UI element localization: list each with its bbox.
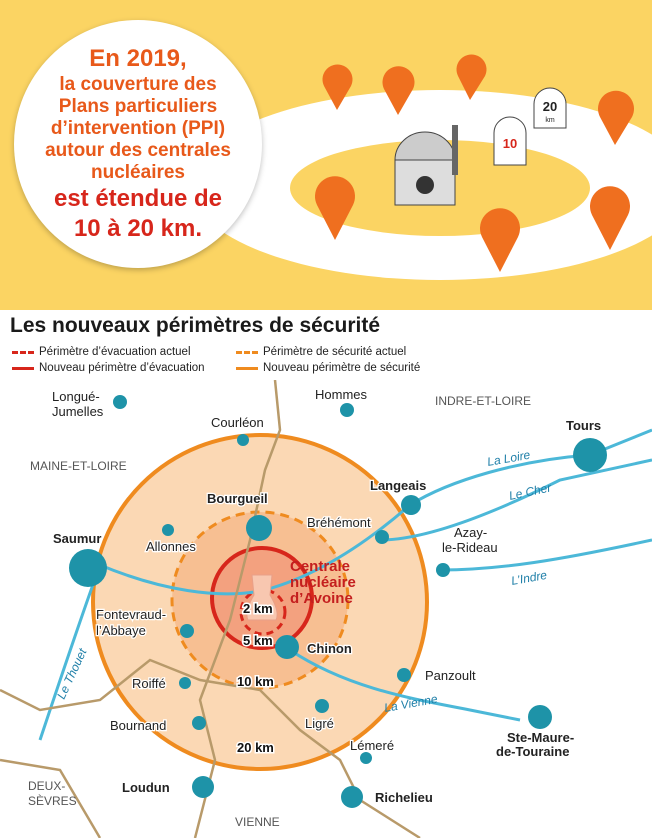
pin-icon bbox=[590, 186, 630, 250]
person-pins bbox=[315, 54, 634, 272]
pin-icon bbox=[315, 176, 355, 240]
old-evacuation-perimeter bbox=[239, 588, 287, 636]
milestone-20: 20 km bbox=[533, 87, 567, 129]
rivers bbox=[38, 428, 652, 741]
town-labels: Longué- Jumelles Hommes Courléon Tours B… bbox=[51, 386, 603, 807]
intro-line: Plans particuliers bbox=[58, 96, 218, 117]
svg-text:Fontevraud-: Fontevraud- bbox=[96, 607, 166, 622]
plant-label: Centrale nucléaire d’Avoine bbox=[290, 558, 356, 607]
svg-text:Le Cher: Le Cher bbox=[508, 480, 554, 503]
intro-highlight: est étendue de bbox=[53, 185, 223, 212]
svg-text:10 km: 10 km bbox=[237, 674, 274, 689]
milestone-10: 10 bbox=[493, 116, 527, 166]
svg-text:DEUX-: DEUX- bbox=[28, 779, 65, 793]
svg-text:Roiffé: Roiffé bbox=[132, 676, 166, 691]
svg-text:nucléaire: nucléaire bbox=[290, 574, 356, 591]
svg-text:SÈVRES: SÈVRES bbox=[28, 793, 77, 808]
svg-text:km: km bbox=[545, 117, 555, 124]
svg-text:2 km: 2 km bbox=[243, 601, 273, 616]
intro-banner: 10 20 km En 2019, la couverture des Plan… bbox=[0, 0, 652, 310]
legend-item: Nouveau périmètre d’évacuation bbox=[12, 362, 205, 374]
svg-text:INDRE-ET-LOIRE: INDRE-ET-LOIRE bbox=[435, 394, 531, 408]
intro-line: nucléaires bbox=[91, 162, 185, 183]
svg-text:Centrale: Centrale bbox=[290, 558, 350, 575]
page-title: Les nouveaux périmètres de sécurité bbox=[10, 314, 380, 337]
svg-text:Chinon: Chinon bbox=[307, 641, 352, 656]
pin-icon bbox=[480, 208, 520, 272]
svg-text:Bourgueil: Bourgueil bbox=[207, 491, 268, 506]
svg-text:5 km: 5 km bbox=[243, 633, 273, 648]
svg-text:Ste-Maure-: Ste-Maure- bbox=[507, 730, 574, 745]
svg-text:10: 10 bbox=[503, 136, 517, 151]
svg-text:Le Thouet: Le Thouet bbox=[54, 646, 90, 701]
svg-text:Tours: Tours bbox=[566, 418, 601, 433]
svg-text:Bréhémont: Bréhémont bbox=[307, 515, 371, 530]
svg-text:Courléon: Courléon bbox=[211, 415, 264, 430]
svg-text:Richelieu: Richelieu bbox=[375, 790, 433, 805]
svg-text:L’Indre: L’Indre bbox=[510, 568, 548, 588]
intro-bubble: En 2019, la couverture des Plans particu… bbox=[14, 20, 262, 268]
svg-text:Loudun: Loudun bbox=[122, 780, 170, 795]
svg-text:MAINE-ET-LOIRE: MAINE-ET-LOIRE bbox=[30, 459, 127, 473]
legend-item: Périmètre d’évacuation actuel bbox=[12, 346, 191, 358]
boundaries bbox=[0, 380, 421, 838]
svg-text:La Loire: La Loire bbox=[486, 448, 531, 469]
svg-text:Panzoult: Panzoult bbox=[425, 668, 476, 683]
svg-text:Azay-: Azay- bbox=[454, 525, 487, 540]
radius-labels: 2 km 5 km 10 km 20 km bbox=[236, 600, 276, 757]
svg-text:l’Abbaye: l’Abbaye bbox=[96, 623, 146, 638]
svg-text:Jumelles: Jumelles bbox=[52, 404, 104, 419]
legend-item: Périmètre de sécurité actuel bbox=[236, 346, 406, 358]
pin-icon bbox=[382, 66, 415, 115]
ring-illustration: 10 20 km bbox=[190, 54, 652, 280]
pin-icon bbox=[456, 54, 487, 100]
town-dots bbox=[69, 395, 607, 808]
intro-line: la couverture des bbox=[59, 74, 217, 95]
svg-text:Allonnes: Allonnes bbox=[146, 539, 196, 554]
svg-text:20: 20 bbox=[543, 99, 557, 114]
map: Centrale nucléaire d’Avoine 2 km 5 km 10… bbox=[0, 380, 652, 838]
svg-text:Hommes: Hommes bbox=[315, 387, 368, 402]
svg-text:Langeais: Langeais bbox=[370, 478, 426, 493]
region-labels: INDRE-ET-LOIRE MAINE-ET-LOIRE DEUX- SÈVR… bbox=[28, 394, 531, 829]
intro-line: En 2019, bbox=[89, 45, 187, 72]
cooling-tower-icon bbox=[246, 574, 278, 621]
svg-text:le-Rideau: le-Rideau bbox=[442, 540, 498, 555]
svg-text:20 km: 20 km bbox=[237, 740, 274, 755]
pin-icon bbox=[598, 90, 634, 145]
legend-item: Nouveau périmètre de sécurité bbox=[236, 362, 420, 374]
svg-text:Ligré: Ligré bbox=[305, 716, 334, 731]
svg-text:VIENNE: VIENNE bbox=[235, 815, 280, 829]
svg-text:Bournand: Bournand bbox=[110, 718, 166, 733]
svg-text:d’Avoine: d’Avoine bbox=[290, 590, 353, 607]
svg-text:de-Touraine: de-Touraine bbox=[496, 744, 569, 759]
intro-line: d’intervention (PPI) bbox=[50, 118, 226, 139]
svg-text:Longué-: Longué- bbox=[52, 389, 100, 404]
intro-highlight: 10 à 20 km. bbox=[73, 215, 203, 242]
svg-text:Lémeré: Lémeré bbox=[350, 738, 394, 753]
intro-line: autour des centrales bbox=[45, 140, 231, 161]
pin-icon bbox=[322, 64, 353, 110]
svg-text:Saumur: Saumur bbox=[53, 531, 101, 546]
